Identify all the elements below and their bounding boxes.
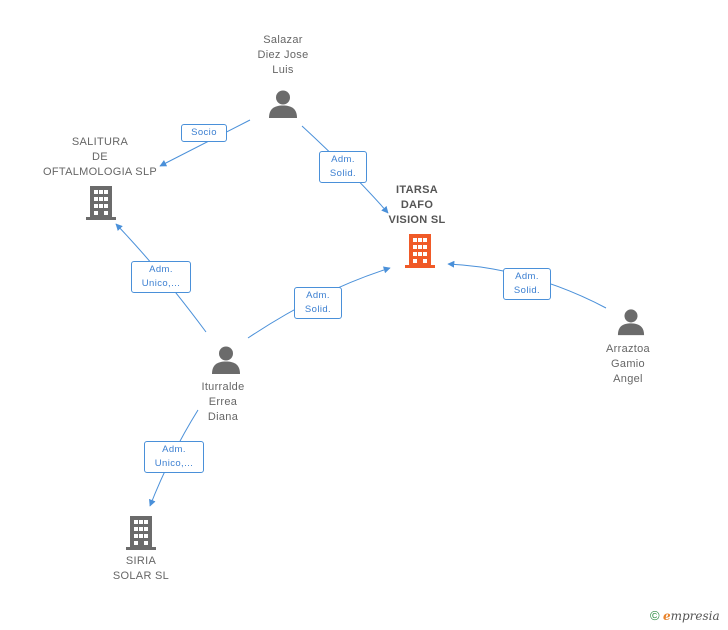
edge-label-iturralde-siria[interactable]: Adm. Unico,... xyxy=(144,441,204,473)
brand-rest: mpresia xyxy=(670,609,720,623)
edge-label-arraztoa-itarsa[interactable]: Adm. Solid. xyxy=(503,268,551,300)
node-iturralde-icon-group[interactable] xyxy=(212,346,240,375)
person-icon xyxy=(269,90,297,118)
person-icon xyxy=(212,346,240,374)
edge-label-socio[interactable]: Socio xyxy=(181,124,227,142)
node-label-line: Diez Jose xyxy=(257,49,309,61)
edge-label-salazar-itarsa[interactable]: Adm. Solid. xyxy=(319,151,367,183)
node-label-line: Salazar xyxy=(263,34,303,46)
edge-label-line: Solid. xyxy=(513,285,541,296)
node-label-line: VISION SL xyxy=(388,214,446,226)
node-salazar-icon-group[interactable] xyxy=(269,90,297,119)
edge-label-line: Adm. xyxy=(306,290,330,301)
node-label-line: Errea xyxy=(208,396,238,408)
edge-salazar-salitura xyxy=(159,119,251,167)
edge-label-line: Adm. xyxy=(149,264,173,275)
edge-label-line: Adm. xyxy=(515,271,539,282)
node-label-itarsa[interactable]: ITARSA DAFO VISION SL xyxy=(370,183,464,228)
person-icon xyxy=(617,309,645,336)
node-label-line: DE xyxy=(92,151,108,163)
node-label-line: SALITURA xyxy=(71,136,129,148)
footer-brand[interactable]: © empresia xyxy=(650,608,720,623)
node-label-line: Iturralde xyxy=(201,381,245,393)
building-icon xyxy=(86,186,116,220)
node-label-line: SOLAR SL xyxy=(112,570,170,582)
node-arraztoa-icon-group[interactable] xyxy=(617,309,645,336)
node-label-line: Angel xyxy=(613,373,643,385)
node-label-line: ITARSA xyxy=(396,184,438,196)
edge-label-line: Solid. xyxy=(329,168,357,179)
node-label-siria[interactable]: SIRIA SOLAR SL xyxy=(96,554,186,584)
building-icon xyxy=(405,234,435,268)
node-label-arraztoa[interactable]: Arraztoa Gamio Angel xyxy=(583,342,673,387)
node-label-iturralde[interactable]: Iturralde Errea Diana xyxy=(178,380,268,425)
brand-initial: e xyxy=(662,609,671,623)
edge-label-line: Unico,... xyxy=(154,458,194,469)
node-label-line: SIRIA xyxy=(125,555,157,567)
edge-label-iturralde-itarsa[interactable]: Adm. Solid. xyxy=(294,287,342,319)
copyright-symbol: © xyxy=(650,608,660,623)
building-icon xyxy=(126,516,156,550)
node-label-salitura[interactable]: SALITURA DE OFTALMOLOGIA SLP xyxy=(40,135,160,180)
node-siria-icon-group[interactable] xyxy=(126,516,156,550)
node-label-line: Luis xyxy=(272,64,294,76)
edge-label-line: Unico,... xyxy=(141,278,181,289)
edge-label-iturralde-salitura[interactable]: Adm. Unico,... xyxy=(131,261,191,293)
edge-label-line: Socio xyxy=(191,127,217,138)
node-label-line: Gamio xyxy=(611,358,645,370)
node-label-line: Arraztoa xyxy=(606,343,650,355)
brand-logo: empresia xyxy=(663,609,720,623)
edge-label-line: Adm. xyxy=(331,154,355,165)
node-label-line: DAFO xyxy=(400,199,434,211)
node-label-line: OFTALMOLOGIA SLP xyxy=(42,166,157,178)
edge-label-line: Adm. xyxy=(162,444,186,455)
edge-label-line: Solid. xyxy=(304,304,332,315)
node-label-line: Diana xyxy=(207,411,239,423)
node-label-salazar[interactable]: Salazar Diez Jose Luis xyxy=(233,33,333,78)
node-itarsa-icon-group[interactable] xyxy=(405,234,435,268)
node-salitura-icon-group[interactable] xyxy=(86,186,116,220)
